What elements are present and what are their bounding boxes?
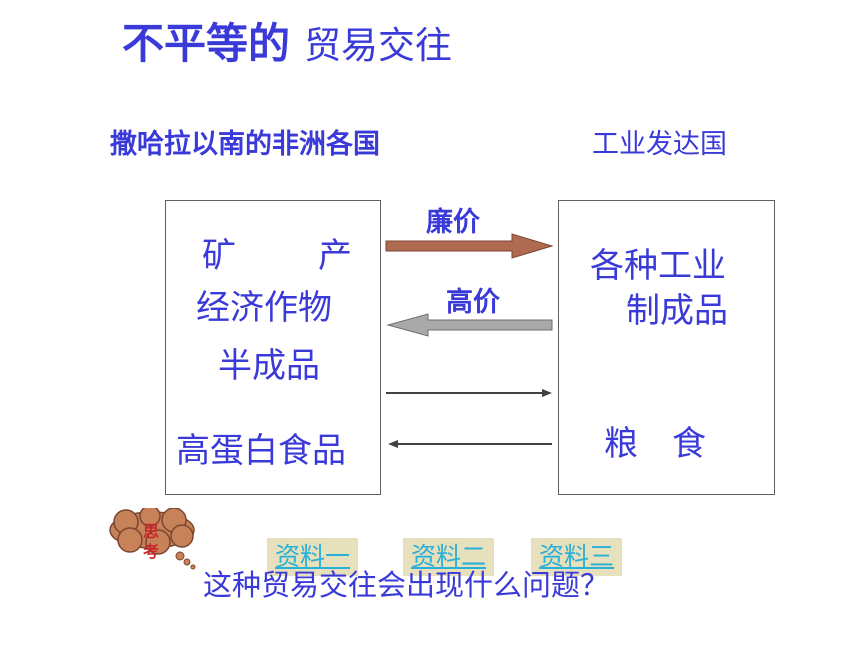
trade-arrows xyxy=(385,233,554,448)
left-item-protein-food: 高蛋白食品 xyxy=(176,431,346,471)
left-thin-arrow xyxy=(388,440,552,448)
page-title: 不平等的 贸易交往 xyxy=(122,10,452,70)
material-link-2[interactable]: 资料二 xyxy=(403,538,495,576)
high-price-label: 高价 xyxy=(446,287,500,318)
think-char-1: 思 xyxy=(142,522,159,541)
right-item-grain: 粮 食 xyxy=(604,424,706,464)
discussion-question: 这种贸易交往会出现什么问题？ xyxy=(203,568,610,602)
left-item-mineral-2: 产 xyxy=(318,236,352,276)
left-item-mineral-1: 矿 xyxy=(202,236,236,276)
africa-exports-box xyxy=(165,200,381,495)
cheap-price-label: 廉价 xyxy=(426,207,480,238)
material-link-1[interactable]: 资料一 xyxy=(267,538,359,576)
right-item-industrial-2: 制成品 xyxy=(626,291,728,331)
developed-exports-box xyxy=(558,200,775,495)
right-thin-arrow xyxy=(386,389,552,397)
cheap-price-arrow xyxy=(385,233,554,259)
high-price-arrow xyxy=(386,313,553,337)
title-normal-part: 贸易交往 xyxy=(304,24,453,67)
right-item-industrial-1: 各种工业 xyxy=(590,246,726,286)
think-cloud-icon[interactable] xyxy=(104,508,200,572)
material-link-3[interactable]: 资料三 xyxy=(531,538,623,576)
title-bold-part: 不平等的 xyxy=(122,19,291,68)
left-item-semi-finished: 半成品 xyxy=(218,346,320,386)
think-text: 思 考 xyxy=(140,522,162,562)
right-heading: 工业发达国 xyxy=(592,129,727,160)
think-char-2: 考 xyxy=(142,542,159,561)
left-heading: 撒哈拉以南的非洲各国 xyxy=(110,129,380,160)
left-item-cash-crops: 经济作物 xyxy=(196,288,332,328)
